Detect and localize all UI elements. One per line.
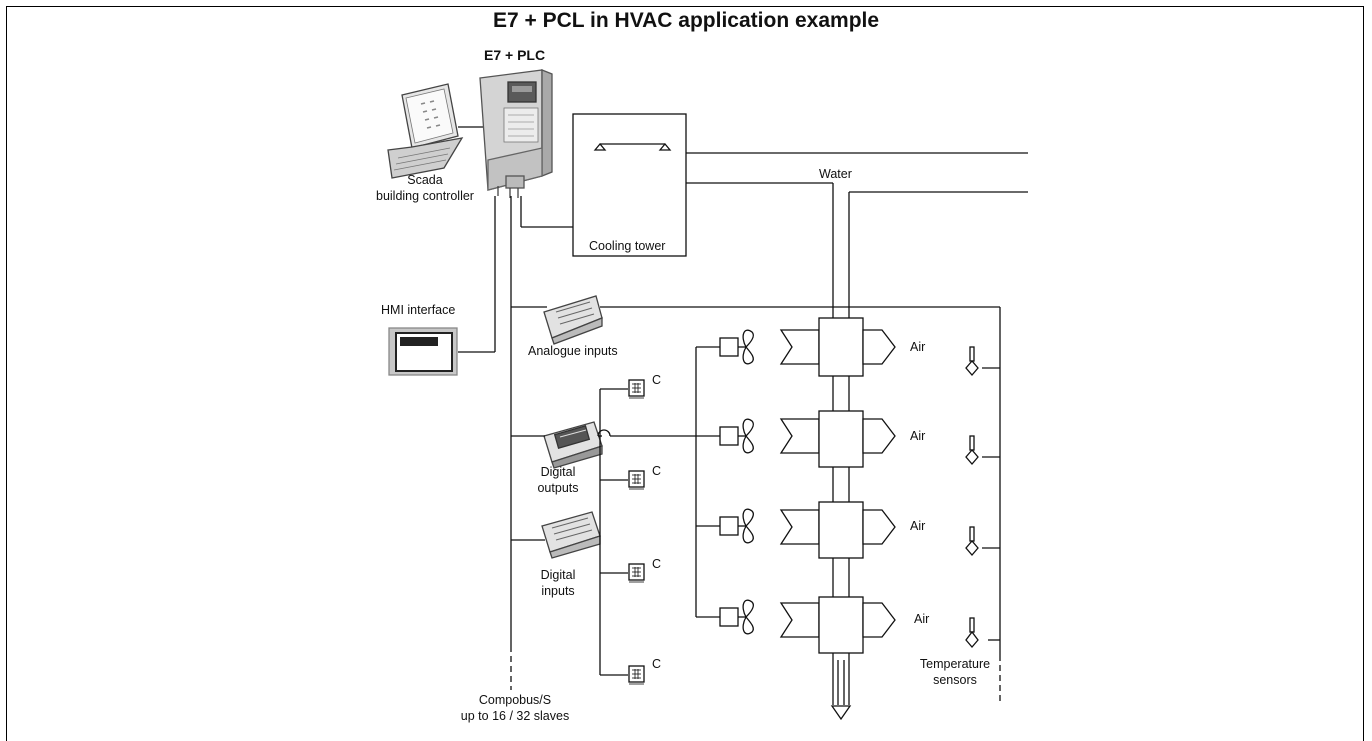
analogue-inputs-label: Analogue inputs — [528, 344, 618, 358]
controller-label: C — [652, 373, 662, 387]
air-handler-row-1 — [779, 317, 896, 377]
air-label: Air — [910, 519, 926, 533]
coil-box — [818, 410, 864, 468]
coil-box — [818, 596, 864, 654]
temperature-sensor-icon — [965, 435, 979, 465]
fan-icon — [742, 418, 754, 454]
digital-inputs-line1: Digital — [540, 568, 576, 582]
fan-icon — [742, 599, 754, 635]
temperature-sensors-line2: sensors — [933, 673, 977, 687]
water-label: Water — [819, 167, 852, 181]
controller-label: C — [652, 657, 662, 671]
air-handler-row-3 — [779, 501, 896, 559]
diagram-title: E7 + PCL in HVAC application example — [492, 9, 880, 32]
temperature-sensor-icon — [965, 346, 979, 376]
wire-crossover — [597, 429, 611, 437]
digital-outputs-line2: outputs — [537, 481, 579, 495]
digital-inputs-line2: inputs — [541, 584, 575, 598]
fan-unit-row-3 — [719, 508, 754, 544]
laptop-icon — [387, 83, 464, 179]
compobus-line2: up to 16 / 32 slaves — [460, 709, 570, 723]
fan-icon — [742, 329, 754, 365]
drive-label: E7 + PLC — [484, 47, 546, 63]
room-controller-icon — [628, 470, 645, 490]
fan-icon — [742, 508, 754, 544]
controller-label: C — [652, 557, 662, 571]
air-label: Air — [910, 429, 926, 443]
temperature-sensors-label: Temperature sensors — [905, 656, 1005, 688]
compobus-line1: Compobus/S — [478, 693, 552, 707]
scada-label-line1: Scada — [407, 173, 443, 187]
air-label: Air — [914, 612, 930, 626]
room-controller-icon — [628, 665, 645, 685]
scada-label-line2: building controller — [376, 189, 474, 203]
controller-label: C — [652, 464, 662, 478]
digital-inputs-label: Digital inputs — [523, 567, 593, 599]
fan-unit-row-1 — [719, 329, 754, 365]
hmi-label: HMI interface — [381, 303, 456, 317]
digital-outputs-line1: Digital — [540, 465, 576, 479]
fan-unit-row-2 — [719, 418, 754, 454]
temperature-sensors-line1: Temperature — [919, 657, 991, 671]
coil-box — [818, 501, 864, 559]
cooling-tower-label: Cooling tower — [589, 239, 666, 253]
fan-unit-row-4 — [719, 599, 754, 635]
temperature-sensor-icon — [965, 526, 979, 556]
compobus-label: Compobus/S up to 16 / 32 slaves — [440, 692, 590, 724]
digital-outputs-label: Digital outputs — [523, 464, 593, 496]
air-handler-row-4 — [779, 596, 896, 654]
diagram-frame — [6, 6, 1364, 741]
digital-outputs-module-icon — [543, 421, 603, 469]
temperature-sensor-icon — [965, 617, 979, 648]
air-handler-row-2 — [779, 410, 896, 468]
cooling-tower — [572, 113, 687, 257]
room-controller-icon — [628, 379, 645, 399]
coil-box — [818, 317, 864, 377]
scada-label: Scada building controller — [350, 172, 500, 204]
air-label: Air — [910, 340, 926, 354]
room-controller-icon — [628, 563, 645, 583]
outflow-arrow — [830, 705, 852, 721]
analogue-inputs-module-icon — [543, 295, 603, 345]
digital-inputs-module-icon — [541, 511, 601, 559]
e7-drive-icon — [479, 69, 553, 198]
hmi-panel-icon — [388, 327, 458, 376]
